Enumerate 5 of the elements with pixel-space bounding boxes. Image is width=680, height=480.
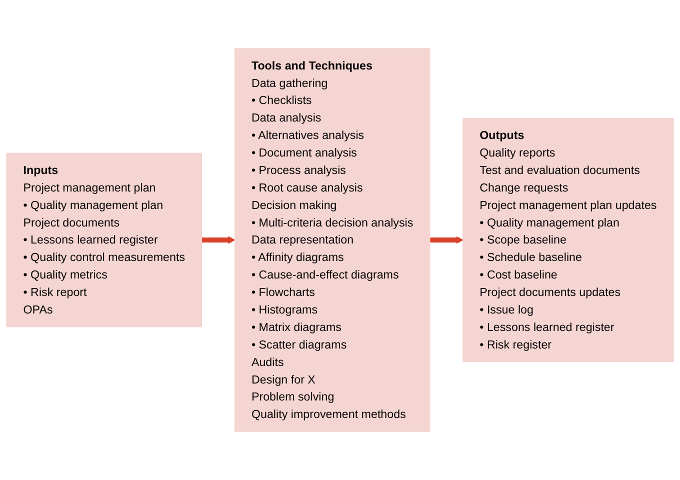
node-box: Outputs Quality reports Test and evaluation documents Change requests Project management plan updates • Quality management plan • Scope baseline • Schedule baseline • Cost baseline Project documents updates • Issue log • Lessons learned register • Risk register [462,118,674,362]
node-box: Tools and Techniques Data gathering • Checklists Data analysis • Alternatives analysis • Document analysis • Process analysis • Root cause analysis Decision making • Multi-criteria decision analysis Data representation • Affinity diagrams • Cause-and-effect diagrams • Flowcharts • Histograms • Matrix diagrams • Scatter diagrams Audits Design for X Problem solving Quality improvement methods [234,48,430,432]
arrow [430,236,464,244]
node-box: Inputs Project management plan • Quality management plan Project documents • Lessons learned register • Quality control measurements • Quality metrics • Risk report OPAs [6,152,202,328]
arrow [202,236,236,244]
